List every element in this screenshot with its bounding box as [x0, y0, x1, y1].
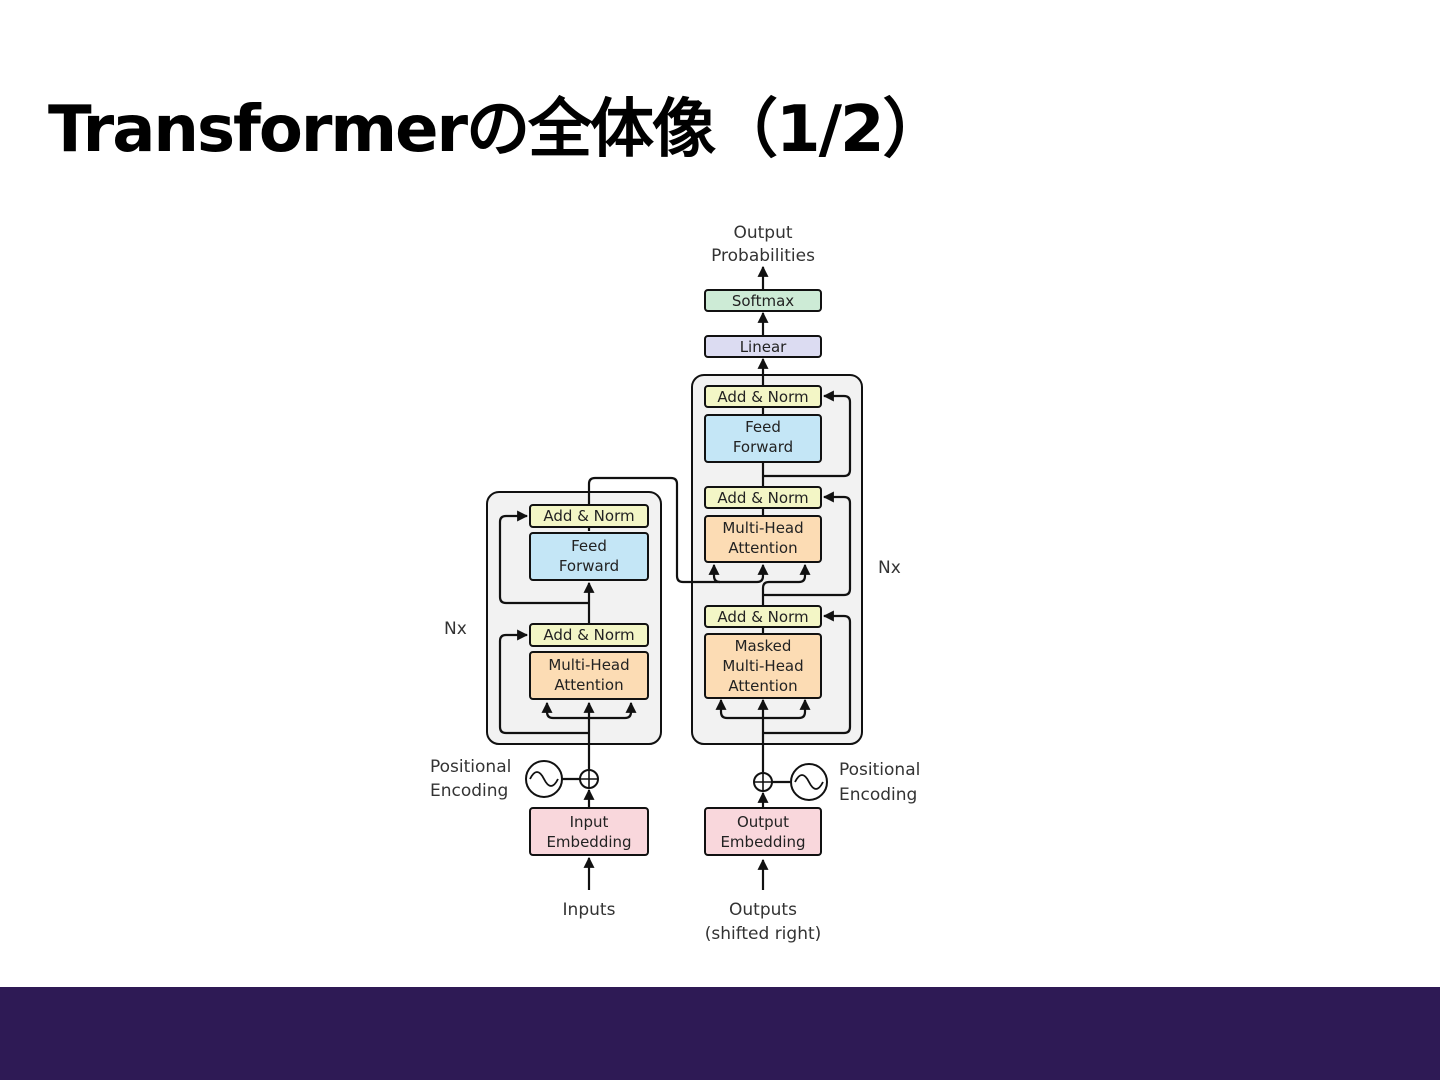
linear-box — [704, 335, 822, 358]
decoder-mha-label-1: Multi-Head — [722, 519, 803, 537]
output-embedding-label-1: Output — [737, 813, 789, 831]
encoder-ff-label-1: Feed — [571, 537, 607, 555]
masked-label-3: Attention — [728, 677, 797, 695]
outputs-label-2: (shifted right) — [705, 924, 822, 944]
encoder-mha-label-2: Attention — [554, 676, 623, 694]
input-embedding-label-1: Input — [570, 813, 609, 831]
output-embedding-label-2: Embedding — [720, 833, 805, 851]
decoder-add-norm-top — [704, 385, 822, 408]
decoder-add-norm-mid-label: Add & Norm — [717, 489, 808, 507]
linear-label: Linear — [740, 338, 787, 356]
footer-bar — [0, 987, 1440, 1080]
output-probabilities-label-1: Output — [733, 223, 792, 243]
pos-enc-left-label-2: Encoding — [430, 781, 508, 801]
output-embedding — [704, 807, 822, 856]
masked-label-2: Multi-Head — [722, 657, 803, 675]
decoder-nx-label: Nx — [878, 558, 901, 578]
encoder-add-norm-bottom — [529, 623, 649, 647]
pos-enc-right-label-2: Encoding — [839, 785, 917, 805]
encoder-add-norm-bottom-label: Add & Norm — [543, 626, 634, 644]
pos-enc-right-label-1: Positional — [839, 760, 920, 780]
output-probabilities-label-2: Probabilities — [711, 246, 815, 266]
encoder-multi-head-attention — [529, 651, 649, 700]
decoder-add-norm-bottom-label: Add & Norm — [717, 608, 808, 626]
encoder-add-norm-top-label: Add & Norm — [543, 507, 634, 525]
softmax-box — [704, 289, 822, 312]
encoder-container — [486, 491, 662, 745]
decoder-add-norm-top-label: Add & Norm — [717, 388, 808, 406]
input-embedding-label-2: Embedding — [546, 833, 631, 851]
encoder-ff-label-2: Forward — [559, 557, 619, 575]
input-embedding — [529, 807, 649, 856]
encoder-add-norm-top — [529, 504, 649, 528]
decoder-ff-label-2: Forward — [733, 438, 793, 456]
encoder-feed-forward — [529, 532, 649, 581]
pos-enc-left-label-1: Positional — [430, 757, 511, 777]
decoder-add-norm-mid — [704, 486, 822, 509]
decoder-mha-label-2: Attention — [728, 539, 797, 557]
softmax-label: Softmax — [732, 292, 794, 310]
transformer-architecture-diagram: Add & Norm Feed Forward Add & Norm Multi… — [430, 223, 920, 944]
decoder-add-norm-bottom — [704, 605, 822, 628]
decoder-feed-forward — [704, 414, 822, 463]
encoder-nx-label: Nx — [444, 619, 467, 639]
encoder-mha-label-1: Multi-Head — [548, 656, 629, 674]
masked-label-1: Masked — [735, 637, 792, 655]
inputs-label: Inputs — [563, 900, 616, 920]
decoder-multi-head-attention — [704, 515, 822, 563]
decoder-ff-label-1: Feed — [745, 418, 781, 436]
decoder-masked-attention — [704, 633, 822, 699]
outputs-label-1: Outputs — [729, 900, 797, 920]
slide-title: Transformerの全体像（1/2） — [48, 93, 946, 167]
